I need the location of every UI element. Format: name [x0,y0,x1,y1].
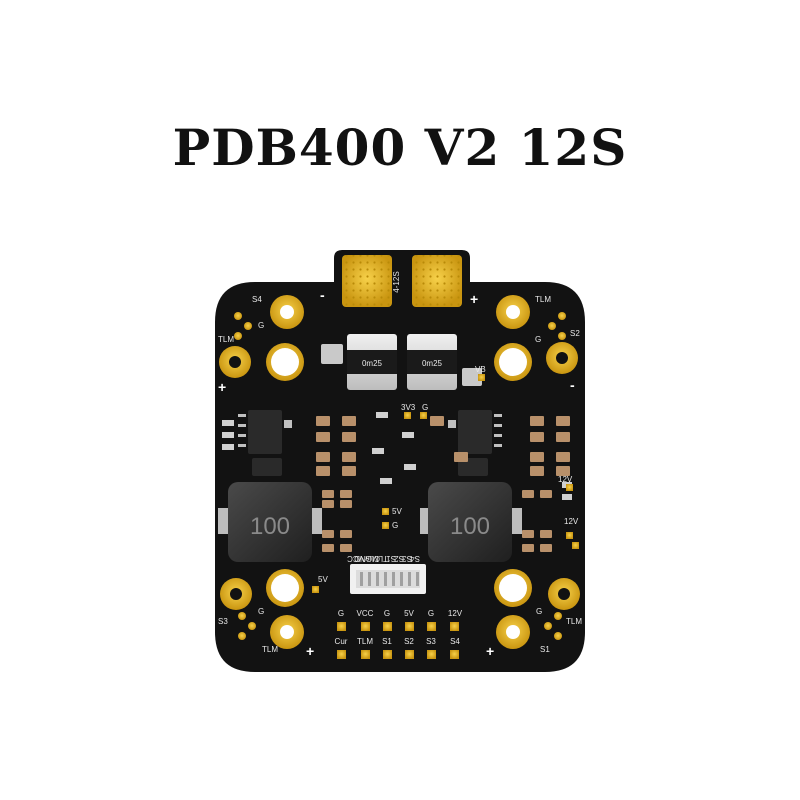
label-s3: S3 [218,617,228,626]
label-tlm: TLM [262,645,278,654]
ic-chips [248,410,492,476]
pad-label: 5V [404,609,414,618]
pad-label: VCC [357,609,374,618]
smd-capacitors [316,416,570,552]
pad-label: S3 [426,637,436,646]
battery-input-pads [342,255,462,307]
pad-label: TLM [357,637,373,646]
label-g: G [392,521,398,530]
pin-label: S2 [394,554,404,563]
pin-label: TLM [372,554,388,563]
inductor-label: 100 [250,513,290,540]
pin-label: GND [354,554,372,563]
label-tlm: TLM [535,295,551,304]
pad-label: 12V [448,609,463,618]
inductor-right [420,482,522,562]
label-g: G [422,403,428,412]
label-12v: 12V [558,475,573,484]
pin-label: Curr [364,554,380,563]
label-12v: 12V [564,517,579,526]
pad-label: G [428,609,434,618]
pin-label: S4 [410,554,420,563]
pad-label: S1 [382,637,392,646]
pad-label: G [338,609,344,618]
label-plus: + [306,643,314,659]
ic-pins [238,414,502,447]
pad-label: S2 [404,637,414,646]
label-s2: S2 [570,329,580,338]
bottom-pad-row-top [337,622,459,631]
inductor-left [218,482,322,562]
pcb-board [215,282,585,672]
input-voltage-label: 4-12S [392,271,401,292]
label-g: G [258,321,264,330]
mounting-holes [266,295,532,649]
label-5v: 5V [318,575,328,584]
label-plus: + [486,643,494,659]
test-pads [312,374,579,593]
shunt-resistors [321,334,482,390]
label-minus: - [570,377,575,393]
label-plus: + [218,379,226,395]
pin-label: S1 [386,554,396,563]
product-title: PDB400 V2 12S [172,118,628,177]
pad-label: S4 [450,637,460,646]
label-vb: VB [475,365,486,374]
pad-label: Cur [335,637,348,646]
bottom-pad-row-bottom [337,650,459,659]
pin-label: S3 [402,554,412,563]
inductor-label: 100 [450,513,490,540]
shunt-label: 0m25 [422,359,443,368]
pin-label: VCC [347,554,364,563]
label-tlm: TLM [566,617,582,626]
label-g: G [535,335,541,344]
label-s4: S4 [252,295,262,304]
connector-pin-labels: VCC GND Curr TLM S1 S2 S3 S4 [347,554,420,563]
label-g: G [536,607,542,616]
label-g: G [258,607,264,616]
label-s1: S1 [540,645,550,654]
label-minus: - [320,287,325,303]
shunt-label: 0m25 [362,359,383,368]
label-3v3: 3V3 [401,403,416,412]
label-plus: + [470,291,478,307]
label-tlm: TLM [218,335,234,344]
fc-connector [350,564,426,594]
pad-label: G [384,609,390,618]
label-5v: 5V [392,507,402,516]
